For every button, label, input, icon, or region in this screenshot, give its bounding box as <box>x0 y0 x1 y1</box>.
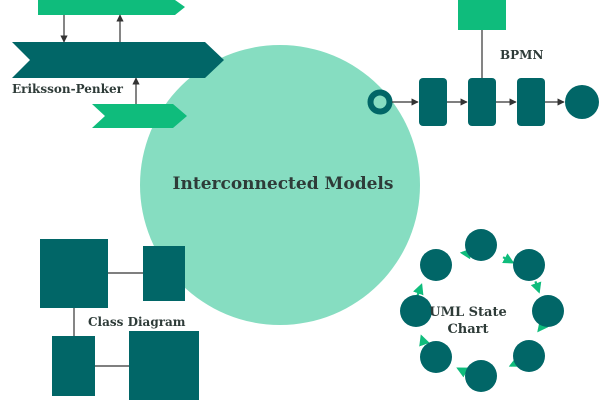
class-box-1 <box>40 239 108 308</box>
class-box-3 <box>52 336 95 396</box>
uml-state-5 <box>465 360 497 392</box>
eriksson-penker-label: Eriksson-Penker <box>12 82 123 96</box>
uml-state-2 <box>513 249 545 281</box>
uml-state-chart-label: UML State Chart <box>429 305 507 337</box>
uml-state-1 <box>465 229 497 261</box>
uml-transition-6 <box>456 367 469 378</box>
class-diagram <box>40 239 199 400</box>
central-circle <box>140 45 420 325</box>
ep-top-arrow <box>38 0 185 15</box>
eriksson-penker-diagram <box>12 0 224 128</box>
class-box-4 <box>129 331 199 400</box>
ep-bottom-arrow <box>92 104 187 128</box>
uml-state-6 <box>420 341 452 373</box>
ep-main-arrow <box>12 42 224 78</box>
uml-transition-7 <box>419 334 430 347</box>
class-box-2 <box>143 246 185 301</box>
bpmn-task-1 <box>419 78 447 126</box>
central-title: Interconnected Models <box>172 174 394 194</box>
uml-transition-3 <box>530 281 542 294</box>
bpmn-diagram <box>367 0 599 126</box>
bpmn-start-event <box>367 89 393 115</box>
uml-state-4 <box>513 340 545 372</box>
uml-state-7 <box>400 295 432 327</box>
uml-state-chart <box>400 229 564 392</box>
uml-state-8 <box>420 249 452 281</box>
uml-transition-2 <box>502 253 515 264</box>
bpmn-task-2 <box>468 78 496 126</box>
bpmn-task-3 <box>517 78 545 126</box>
bpmn-end-event <box>565 85 599 119</box>
class-diagram-label: Class Diagram <box>88 315 186 329</box>
bpmn-label: BPMN <box>500 48 544 62</box>
uml-state-3 <box>532 295 564 327</box>
bpmn-top-box <box>458 0 506 30</box>
